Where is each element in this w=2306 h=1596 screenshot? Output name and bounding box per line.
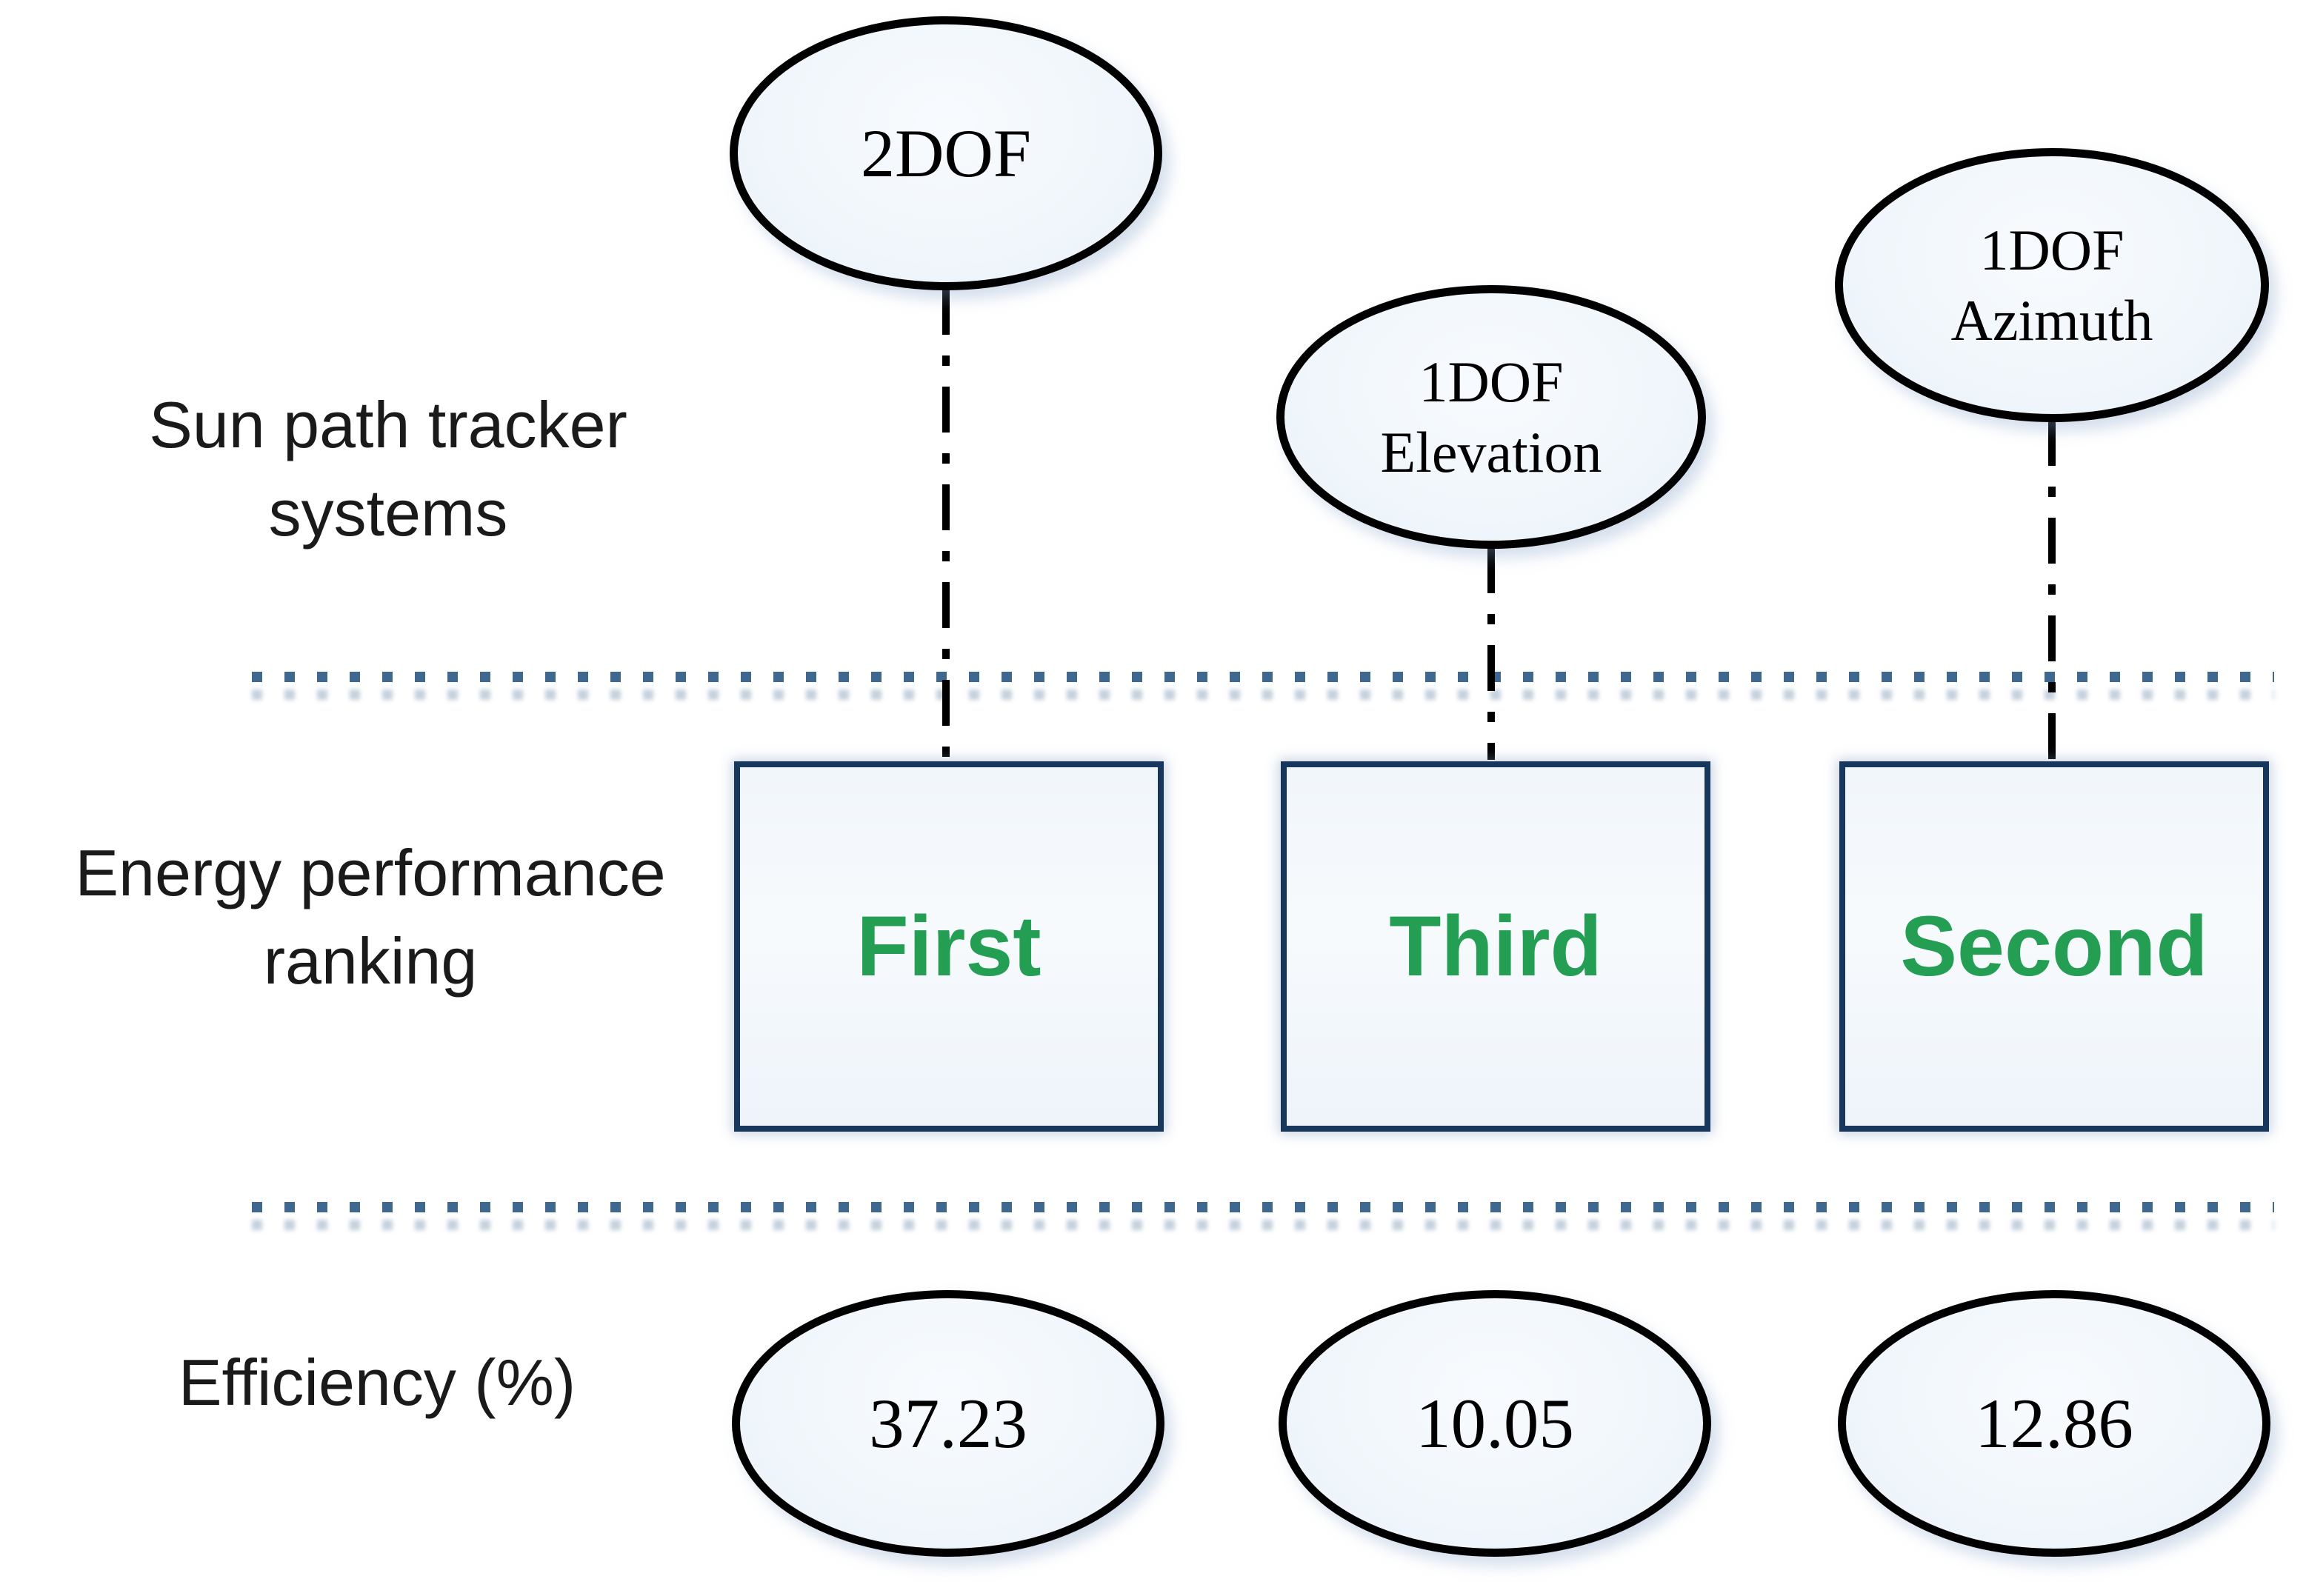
rank-box-third: Third [1281,761,1710,1132]
row-label-efficiency-percent: Efficiency (%) [178,1346,576,1419]
ellipse-efficiency-1dof-azimuth-value: 12.86 [1975,1384,2133,1463]
dotted-separator-top [252,672,2274,682]
rank-box-second-label: Second [1900,899,2208,994]
ellipse-tracker-1dof-azimuth: 1DOF Azimuth [1835,148,2269,422]
ellipse-tracker-2dof: 2DOF [730,16,1162,290]
ellipse-tracker-1dof-azimuth-line2: Azimuth [1950,288,2153,353]
ellipse-efficiency-1dof-elevation: 10.05 [1279,1290,1711,1557]
ellipse-tracker-1dof-elevation-line1: 1DOF [1419,349,1564,414]
ellipse-efficiency-1dof-elevation-value: 10.05 [1416,1384,1574,1463]
rank-box-first-label: First [856,899,1042,994]
rank-box-first: First [734,761,1164,1132]
ellipse-tracker-1dof-elevation: 1DOF Elevation [1276,285,1706,549]
ellipse-tracker-1dof-azimuth-line1: 1DOF [1979,217,2125,282]
rank-box-third-label: Third [1389,899,1602,994]
ellipse-efficiency-1dof-azimuth: 12.86 [1838,1290,2270,1557]
dotted-separator-bottom [252,1202,2274,1212]
row-label-energy-performance-ranking: Energy performance ranking [75,836,666,998]
ellipse-efficiency-2dof-value: 37.23 [869,1384,1027,1463]
ellipse-tracker-2dof-line1: 2DOF [860,115,1032,191]
ellipse-efficiency-2dof: 37.23 [732,1290,1164,1557]
row-label-sun-path-tracker-systems: Sun path tracker systems [149,388,627,550]
rank-box-second: Second [1839,761,2269,1132]
ellipse-tracker-1dof-elevation-line2: Elevation [1380,420,1602,484]
